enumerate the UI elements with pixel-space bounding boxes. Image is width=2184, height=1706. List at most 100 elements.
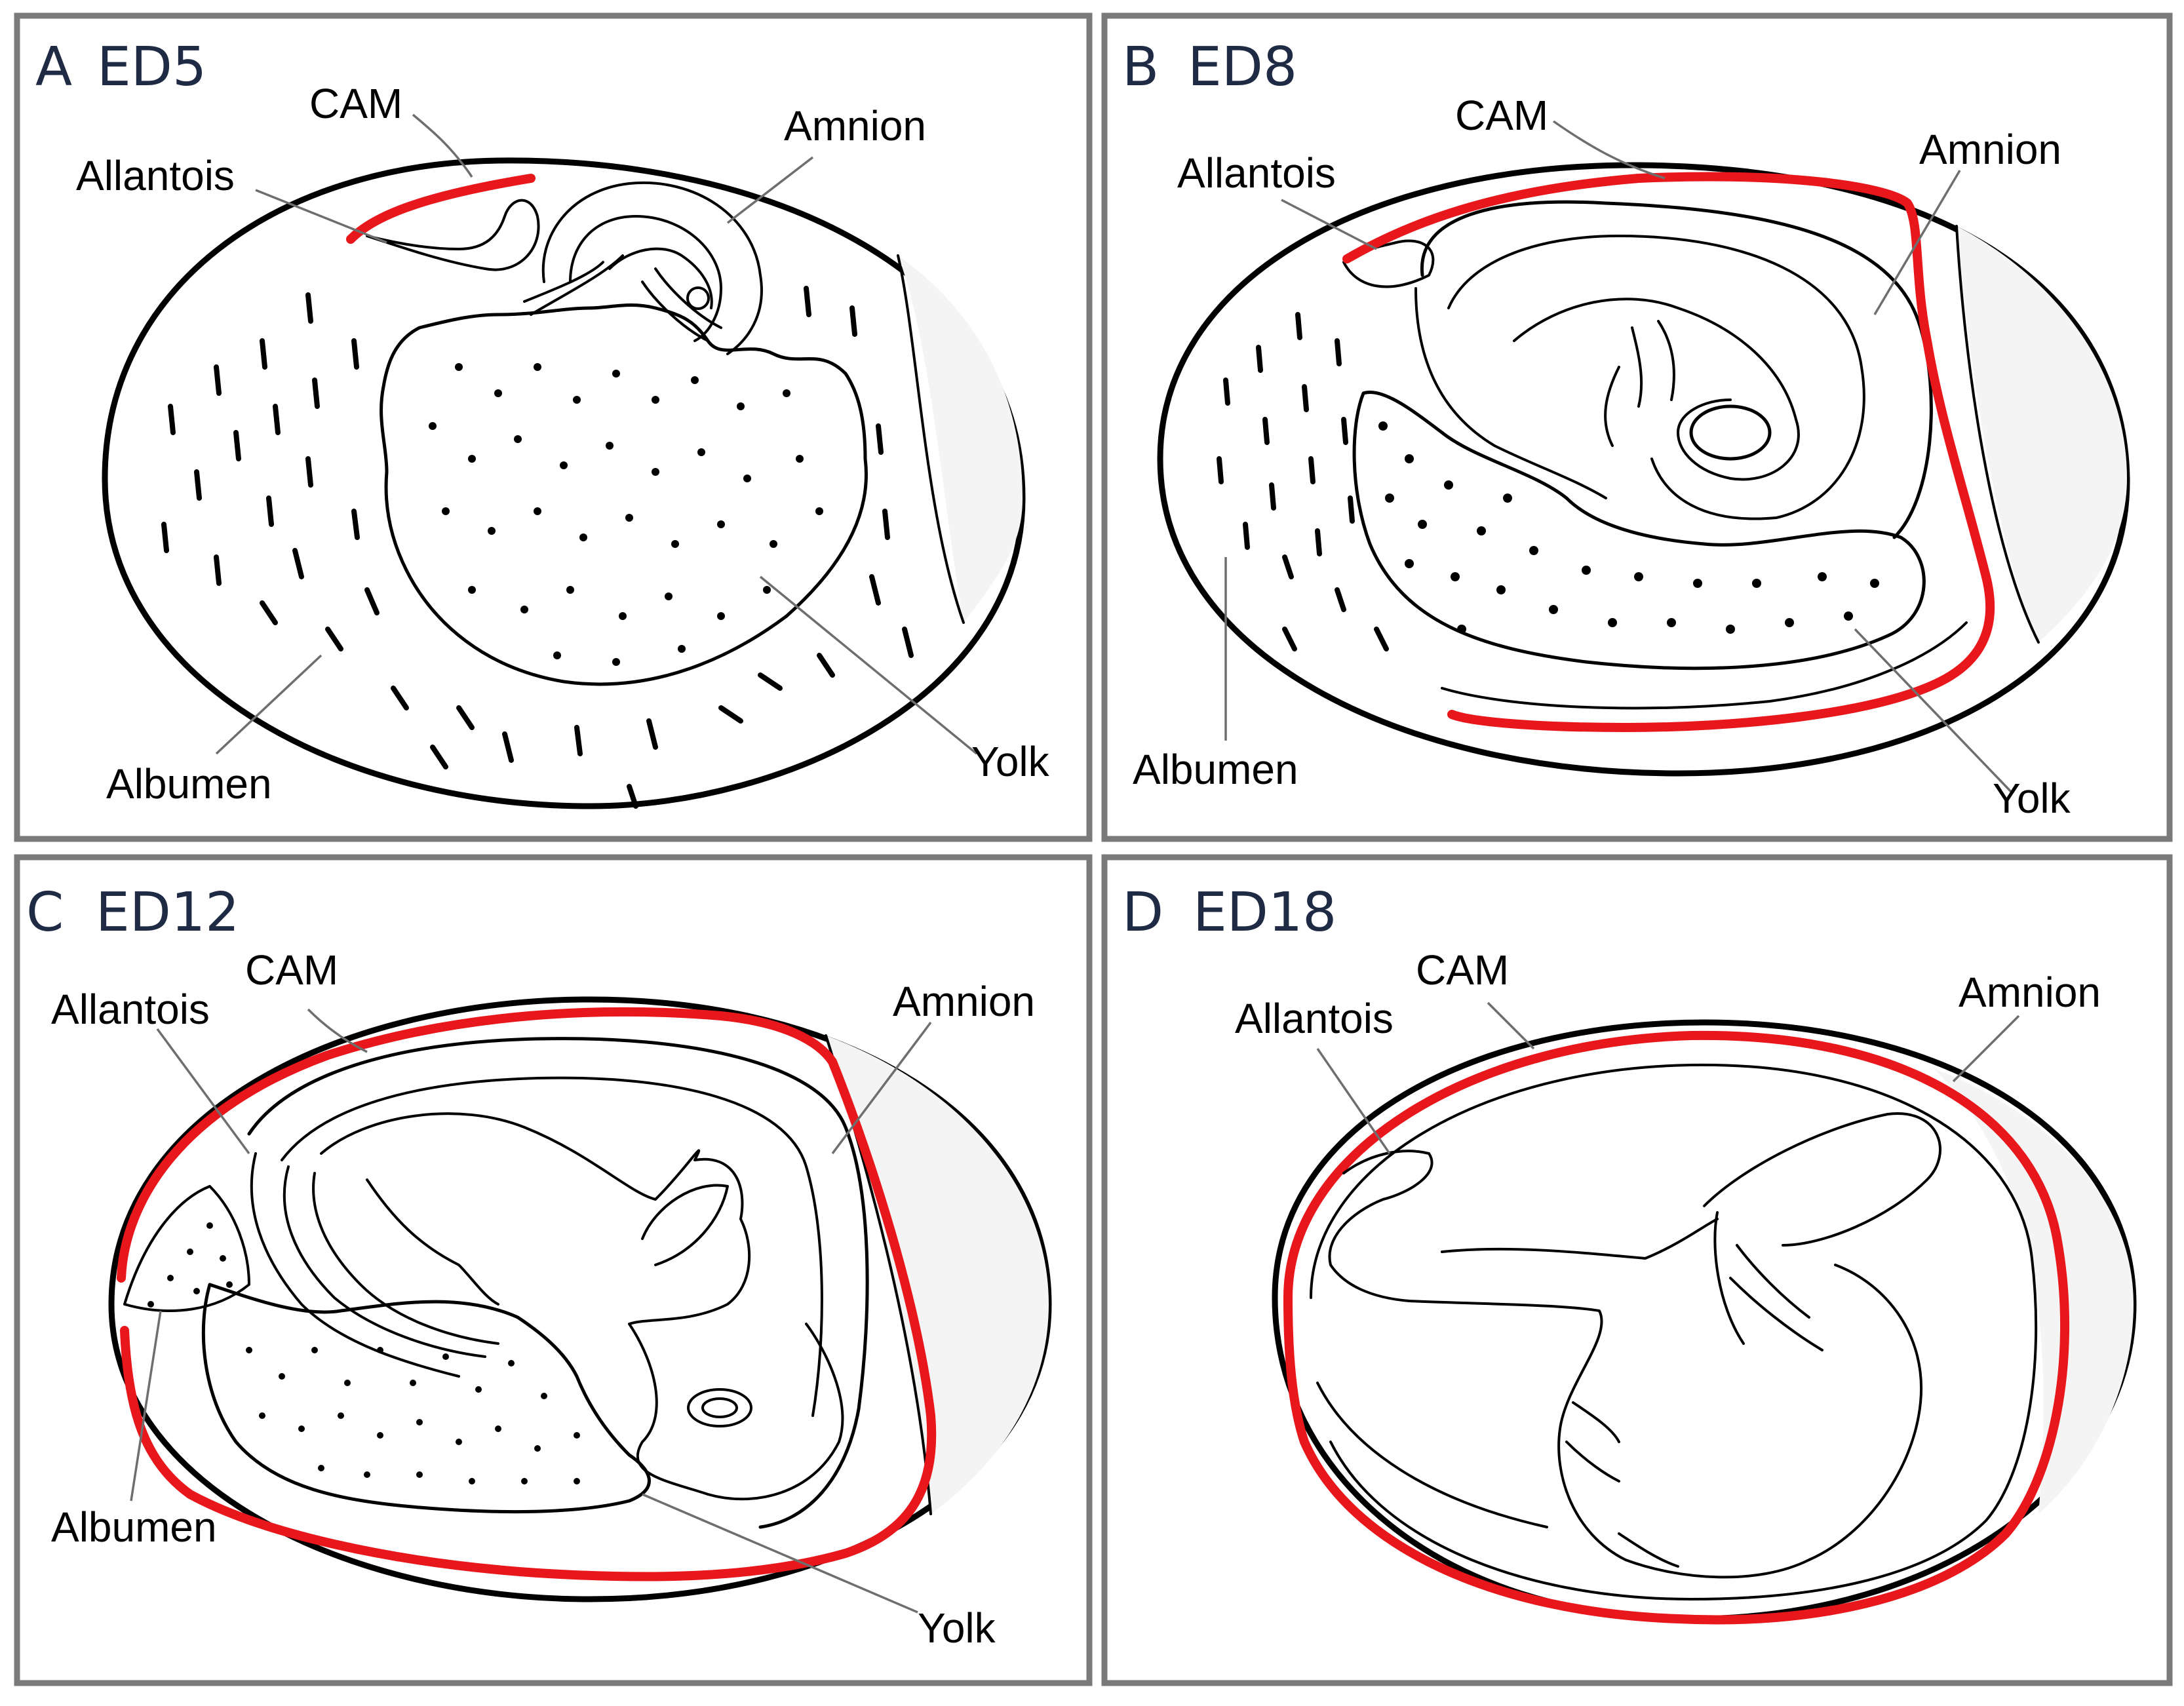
panel-a-letter: A <box>35 36 72 98</box>
yolk-dot <box>534 1445 541 1452</box>
panel-c-embryo-wing <box>366 1178 499 1306</box>
albumen-dash <box>804 286 811 317</box>
albumen-dash <box>364 587 380 615</box>
yolk-dot <box>691 376 699 384</box>
panel-b-embryo <box>1513 298 1800 481</box>
albumen-dash <box>1223 378 1230 406</box>
albumen-dash <box>1308 456 1316 484</box>
yolk-dot <box>1667 618 1676 627</box>
albumen-dash <box>351 338 359 370</box>
panel-a-allantois <box>366 199 540 271</box>
albumen-dash <box>758 672 783 691</box>
yolk-dot <box>717 612 725 620</box>
yolk-dot <box>619 612 627 620</box>
yolk-dot <box>514 435 522 443</box>
panel-d-leader-allantois <box>1316 1048 1391 1154</box>
panel-c-label-allantois: Allantois <box>51 986 210 1033</box>
yolk-dot <box>737 402 745 410</box>
panel-c-cam-highlight <box>117 1007 937 1581</box>
panel-c-allantois-band <box>250 1152 499 1378</box>
yolk-dot <box>1582 566 1591 575</box>
albumen-dot <box>220 1255 226 1262</box>
yolk-dot <box>1752 579 1761 588</box>
yolk-dot <box>259 1412 265 1419</box>
albumen-dash <box>214 364 222 396</box>
panel-a-amnion-inner <box>569 215 722 342</box>
albumen-dash <box>1295 312 1302 340</box>
albumen-dash <box>260 600 278 625</box>
panel-d-stage: ED18 <box>1193 882 1336 944</box>
albumen-dash <box>1302 384 1309 412</box>
albumen-dash <box>1256 345 1263 373</box>
yolk-dot <box>560 461 568 469</box>
albumen-dash <box>168 404 176 435</box>
albumen-dash <box>266 495 274 527</box>
panel-c-embryo-eye-inner <box>701 1397 738 1418</box>
panel-c-embryo-beak <box>641 1184 729 1266</box>
albumen-dash <box>305 456 313 488</box>
yolk-dot <box>1405 559 1414 568</box>
yolk-dot <box>338 1412 344 1419</box>
panel-a-amnion-outer <box>541 181 763 355</box>
albumen-dash <box>456 705 475 730</box>
yolk-dot <box>1693 579 1702 588</box>
albumen-dash <box>1315 528 1322 556</box>
yolk-dot <box>574 1478 580 1484</box>
yolk-dot <box>1503 494 1512 503</box>
yolk-dot <box>475 1386 482 1393</box>
panel-a-leader-albumen <box>215 654 322 755</box>
yolk-dot <box>456 1439 462 1445</box>
panel-b-cam-highlight <box>1342 172 1995 732</box>
panel-c-amnion-inner <box>281 1076 823 1417</box>
yolk-dot <box>520 606 528 613</box>
panel-d-lower-fold <box>1316 1382 1548 1528</box>
panel-a-air-cell-membrane <box>897 254 965 624</box>
panel-d-cam-highlight <box>1283 1030 2070 1625</box>
panel-a-leader-amnion <box>726 156 814 224</box>
albumen-dash <box>817 653 835 678</box>
albumen-dot <box>167 1275 174 1281</box>
yolk-dot <box>1844 611 1853 621</box>
yolk-dot <box>553 651 561 659</box>
albumen-dash <box>1243 522 1250 550</box>
yolk-dot <box>678 645 686 653</box>
panel-d-embryo-legs <box>1565 1401 1679 1568</box>
yolk-dot <box>612 658 620 666</box>
panel-b-leader-amnion <box>1873 170 1961 315</box>
albumen-dash <box>1374 627 1389 651</box>
panel-c-leader-cam <box>307 1008 368 1053</box>
yolk-dot <box>1444 480 1453 490</box>
yolk-dot <box>796 455 804 463</box>
panel-b-embryo-limbs <box>1604 320 1675 447</box>
yolk-dot <box>697 448 705 456</box>
yolk-dot <box>612 370 620 378</box>
panel-d-embryo-wing <box>1713 1211 1823 1351</box>
panel-c-letter: C <box>26 882 64 944</box>
yolk-dot <box>521 1478 528 1484</box>
yolk-dot <box>652 396 659 404</box>
albumen-dash <box>718 705 743 724</box>
yolk-dot <box>534 363 541 371</box>
yolk-dot <box>1477 526 1486 535</box>
panel-c-yolk-sac <box>201 1283 651 1514</box>
albumen-dash <box>233 430 241 461</box>
panel-c-leader-albumen <box>130 1310 162 1502</box>
yolk-dot <box>541 1393 547 1399</box>
yolk-dot <box>1634 572 1643 581</box>
panel-a-cam-highlight <box>346 174 536 244</box>
albumen-dash <box>391 686 409 710</box>
panel-a-embryo-eye <box>686 286 710 310</box>
yolk-dot <box>1457 625 1466 634</box>
yolk-dot <box>763 586 771 594</box>
yolk-dot <box>469 1478 475 1484</box>
albumen-dash <box>305 292 313 324</box>
albumen-dash <box>1341 417 1348 445</box>
panel-d-label-amnion: Amnion <box>1959 969 2101 1016</box>
panel-a-leader-yolk <box>759 575 978 755</box>
panel-c-leader-allantois <box>156 1028 250 1155</box>
panel-d-embryo-body <box>1328 1150 1923 1579</box>
albumen-dash <box>627 784 638 809</box>
yolk-dot <box>652 468 659 476</box>
yolk-dot <box>377 1347 383 1353</box>
albumen-dash <box>312 378 320 409</box>
